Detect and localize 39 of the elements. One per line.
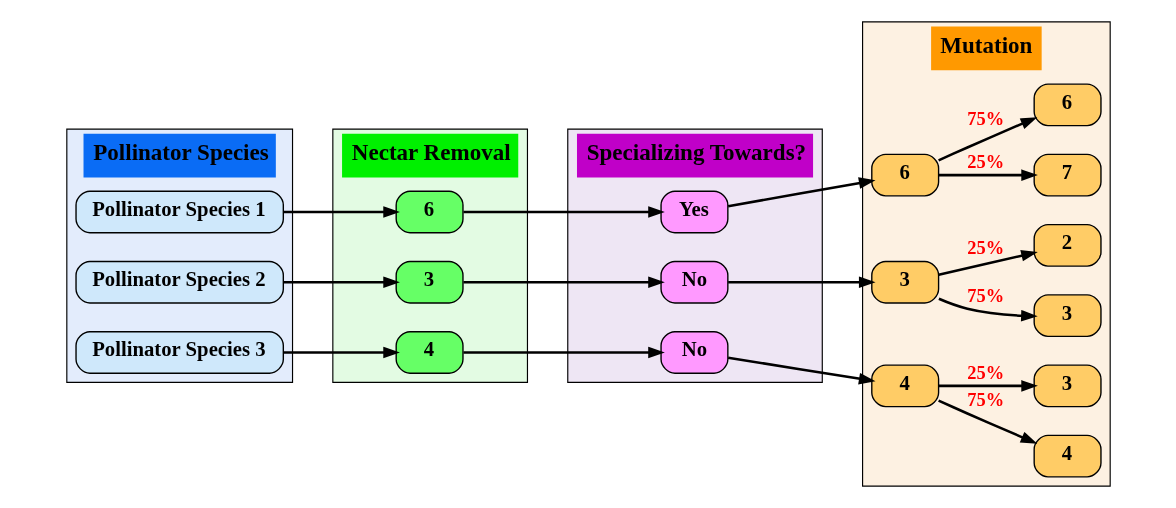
node-box: Pollinator Species 2: [74, 260, 284, 304]
arrow: [462, 346, 665, 359]
node-box: 2: [1033, 223, 1102, 267]
arrow: [462, 276, 665, 289]
arrow: [462, 206, 665, 218]
edge-label: 25%: [966, 238, 1004, 259]
arrow: [938, 169, 1038, 181]
node-box: 7: [1033, 153, 1102, 197]
node-box: 4: [1033, 434, 1102, 478]
node-box: Yes: [659, 190, 729, 234]
arrow: [282, 206, 400, 218]
edge-label: 25%: [966, 362, 1004, 383]
arrow: [282, 346, 400, 359]
node-box: 3: [1033, 294, 1102, 338]
node-box: 3: [1033, 364, 1102, 408]
node-box: Pollinator Species 3: [74, 331, 284, 374]
node-box: 6: [1033, 83, 1102, 127]
edge-label: 75%: [966, 109, 1004, 130]
edge-label: 25%: [966, 151, 1004, 172]
node-box: 6: [395, 190, 464, 234]
node-box: Pollinator Species 1: [74, 190, 284, 234]
arrow: [937, 297, 1038, 322]
edge-label: 75%: [966, 390, 1004, 411]
node-box: 4: [395, 331, 464, 374]
arrow: [937, 250, 1038, 276]
arrow: [282, 276, 400, 289]
edge-label: 75%: [966, 285, 1004, 306]
node-box: No: [659, 331, 729, 374]
node-box: 6: [870, 153, 939, 197]
node-box: 3: [870, 260, 939, 304]
arrow: [727, 276, 876, 289]
node-box: No: [659, 260, 729, 304]
node-box: 4: [870, 364, 939, 408]
arrow: [727, 177, 875, 208]
arrow: [937, 399, 1037, 444]
arrow: [727, 356, 875, 385]
arrow: [938, 380, 1038, 392]
arrow: [937, 117, 1037, 162]
node-box: 3: [395, 260, 464, 304]
